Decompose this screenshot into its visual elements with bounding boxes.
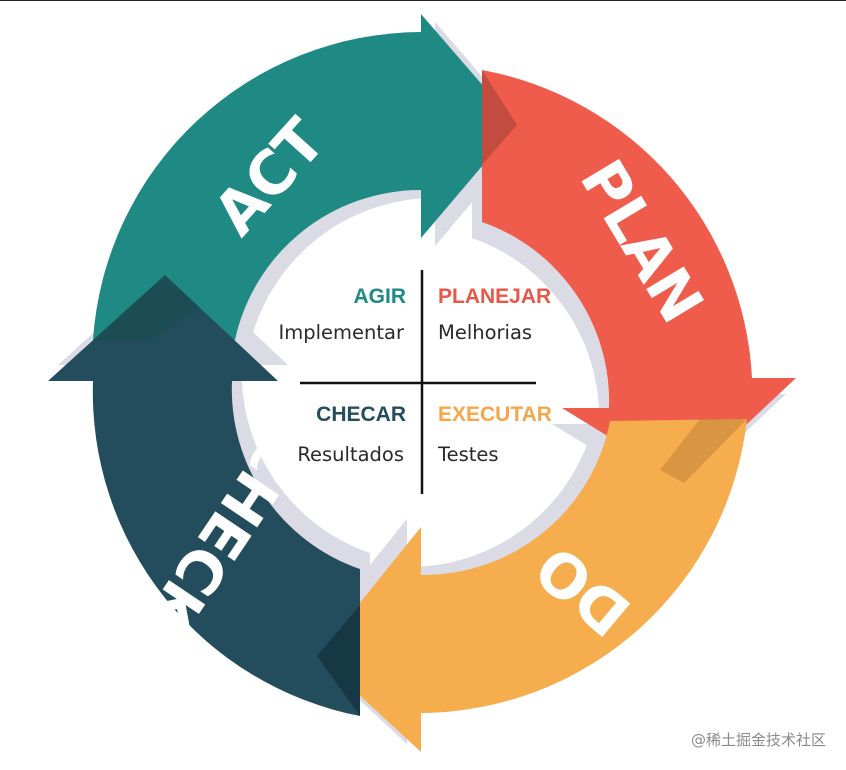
check-overlap-shade [317, 605, 360, 716]
agir-text: Implementar [278, 321, 404, 344]
do-arrow [317, 419, 747, 752]
watermark: @稀土掘金技术社区 [690, 731, 826, 749]
checar-text: Resultados [297, 443, 404, 466]
do-overlap-shade [660, 419, 747, 483]
agir-title: AGIR [354, 285, 407, 308]
check-arrow [48, 275, 360, 716]
act-overlap-shade [93, 275, 200, 340]
planejar-text: Melhorias [438, 321, 532, 344]
executar-text: Testes [437, 443, 499, 466]
checar-title: CHECAR [316, 403, 406, 426]
top-border-line [0, 0, 846, 1]
planejar-title: PLANEJAR [438, 285, 551, 308]
act-arrow [93, 14, 517, 340]
executar-title: EXECUTAR [438, 403, 552, 426]
plan-arrow [482, 70, 796, 483]
plan-overlap-shade [482, 70, 517, 165]
